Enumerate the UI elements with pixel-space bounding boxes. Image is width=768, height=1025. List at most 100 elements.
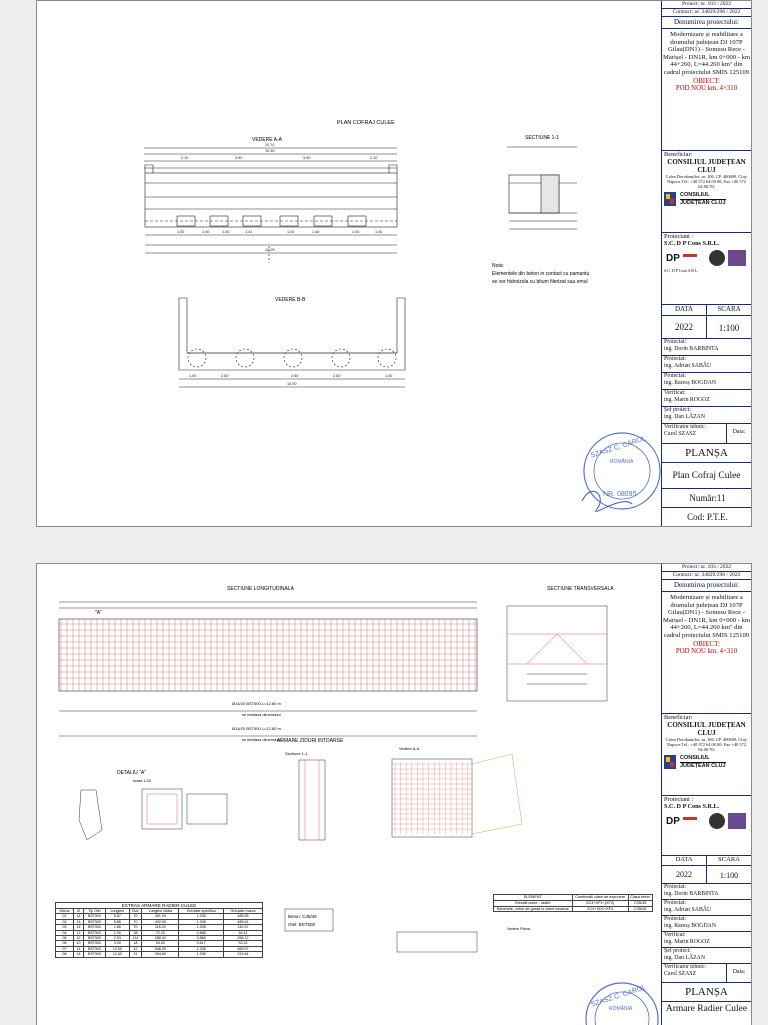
dim-top-1: 2.10 (181, 156, 188, 160)
contract-number-2: Contract: nr. 34829/298 / 2022 (662, 572, 751, 580)
sef-label: Șef proiect: (664, 407, 691, 413)
vedere-plana-label: Vedere Plana (507, 927, 531, 931)
steel-table-cell: 04 (54, 929, 75, 937)
note-text-2: se vor hidroizola cu bitum filerizat sau… (492, 279, 588, 285)
s2-sef-label: Șef proiect: (664, 948, 691, 954)
beneficiar-label-2: Beneficiar: (664, 714, 693, 721)
element-table-cell: XC4+XD1+XF4 (571, 905, 629, 913)
proiectat-label-2: Proiectat: (664, 356, 687, 362)
sectiune11-label: Sectiune 1-1 (285, 751, 308, 756)
obiect-value: POD NOU km. 4+310 (675, 84, 738, 92)
steel-table-cell: 21 (128, 951, 143, 958)
logo-judetean-2: JUDEȚEAN CLUJ (680, 761, 726, 769)
proiectant-address: S.C. D P Cons S.R.L. (662, 268, 751, 274)
dim-1000-aa: 10.00 (265, 248, 275, 252)
s2-verificator-label: Verificator tehnic: (664, 964, 707, 970)
dim-total: 10.70 (265, 143, 275, 147)
numar-cell: Număr:11 (662, 489, 751, 508)
sef-name: ing. Dan LĂZAN (664, 414, 706, 420)
dim-top-3: 3.90 (303, 156, 310, 160)
project-number: Proiect: nr. 103 / 2022 (662, 1, 751, 9)
s2-sef-name: ing. Dan LĂZAN (664, 955, 706, 961)
dim-1000-bb: 10.00 (287, 382, 297, 386)
se-mediaza-2: se mediaza dimensiuni (242, 738, 281, 742)
steel-table-cell: 08 (54, 951, 75, 958)
armare-drawing: SECTIUNE LONGITUDINALA SECTIUNE TRANSVER… (58, 586, 659, 1025)
beneficiar-cell: Beneficiar: CONSILIUL JUDEȚEAN CLUJ Cale… (662, 151, 751, 233)
steel-table-cell: 05 (54, 934, 75, 942)
scara-value-2: 1:100 (719, 870, 739, 880)
proiectant-name: S.C. D P Cons S.R.L. (664, 240, 720, 247)
steel-table-cell: 1.90 (105, 929, 130, 937)
armare-zid-label: ARMARE ZIDURI INTOARSE (277, 738, 344, 744)
sectiune-outline (507, 146, 577, 230)
proiectat-name-1: ing. Dorin BARBINTA (664, 346, 719, 352)
proiectant-name-small: S.C. D P Cons S.R.L. (664, 268, 699, 273)
vedere-aa-outline (144, 147, 398, 263)
project-name-cell-2: Denumirea proiectului: Modernizare și re… (662, 580, 751, 714)
proiectant-cell: Proiectant : S.C. D P Cons S.R.L. DP S.C… (662, 233, 751, 305)
se-mediaza-1: se mediaza dimensiuni (242, 713, 281, 717)
steel-table-cell: 64.11 (222, 929, 264, 937)
verificat-cell: Verificat: ing. Marin ROGOZ (662, 390, 751, 407)
svg-text:DP: DP (666, 253, 680, 264)
s2-proiectat-3: Proiectat: ing. Raresș BOGDAN (662, 916, 751, 932)
s2-verificat-name: ing. Marin ROGOZ (664, 939, 710, 945)
engineer-stamp-2: SZASZ C. CAROL ROMÂNIA (585, 982, 659, 1025)
stamp2-name: SZASZ C. CAROL (590, 984, 647, 1008)
steel-table-cell: 54.00 (141, 940, 180, 947)
detail-a-marker: "A" (95, 610, 102, 616)
steel-table-cell: 546.00 (141, 945, 180, 953)
dp-cons-logo-icon-2: DP (666, 816, 697, 827)
steel-table-cell: 72.20 (141, 929, 180, 937)
logo-consiliul-2: CONSILIUL (680, 754, 710, 761)
drawing-area-2: SECTIUNE LONGITUDINALA SECTIUNE TRANSVER… (37, 564, 661, 1025)
verificator-cell: Verificator tehnic: Carol SZASZ Data: (662, 424, 751, 444)
element-table-row: Banchete, ziduri de garda si ziduri into… (493, 905, 653, 913)
numar-value: 11 (716, 493, 726, 503)
dim-top-2: 3.90 (235, 156, 242, 160)
numar-label: Număr: (689, 493, 717, 503)
bar-28-label: Ø14/20 BST500 L=12.60 m (232, 726, 281, 731)
cj-logo-icon-2 (664, 755, 676, 770)
contract-number: Contract: nr. 34829/298 / 2022 (662, 9, 751, 17)
s2-sef: Șef proiect: ing. Dan LĂZAN (662, 948, 751, 964)
s2-verificat: Verificat: ing. Marin ROGOZ (662, 932, 751, 948)
denumirea-label: Denumirea proiectului: (673, 18, 740, 26)
dim-bot-5: 1.00 (287, 230, 294, 234)
otel-class: Otel: BST500 (288, 922, 316, 927)
proiectat-label-1: Proiectat: (664, 339, 687, 345)
steel-table-cell: 288.42 (141, 934, 180, 942)
scara-value: 1:100 (718, 322, 740, 333)
dp-cons-logo-icon: DP (665, 251, 697, 265)
steel-table-cell: 1.66 (105, 924, 130, 931)
obiect-label: OBIECT: (693, 76, 720, 85)
s2-proiectat-label-2: Proiectat: (664, 900, 687, 906)
rebar-trans-section (506, 605, 608, 702)
beton-class: Beton: C35/45 (288, 914, 317, 919)
steel-table-cell: 3.00 (105, 940, 130, 947)
element-table-cell: C35/45 (627, 905, 653, 913)
scara-label: SCARA (717, 305, 741, 313)
s2-proiectat-2: Proiectat: ing. Adrian SABĂU (662, 900, 751, 916)
cj-logo: CONSILIUL JUDEȚEAN CLUJ (662, 192, 751, 207)
steel-table-cell: 659.57 (222, 945, 264, 953)
drawing-area: PLAN COFRAJ CULEE VEDERE A-A (37, 1, 661, 526)
s2-data-short: Data: (732, 969, 746, 975)
obiect-value-2: POD NOU km. 4+310 (675, 647, 738, 655)
dim-bot-6: 1.40 (312, 230, 319, 234)
steel-table-cell: 5.86 (105, 918, 130, 926)
project-name-text: Modernizare și reabilitare a drumului ju… (662, 28, 751, 77)
title-block-2: Proiect: nr. 103 / 2022 Contract: nr. 34… (661, 564, 751, 1025)
detaliu-scale: scara 1:25 (133, 779, 151, 783)
steel-table-header: Greutate marca (222, 907, 264, 915)
drawing-sheet-cofraj: PLAN COFRAJ CULEE VEDERE A-A (36, 0, 752, 527)
